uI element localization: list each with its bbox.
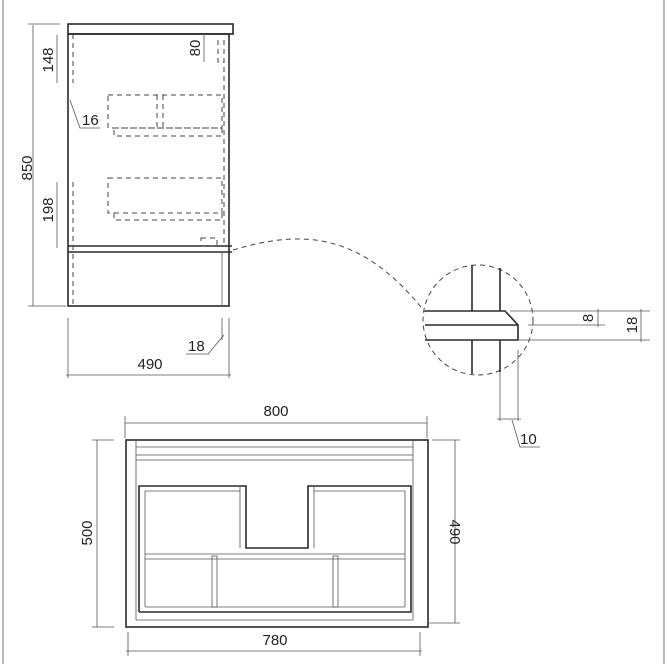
dim-panel: 18: [624, 317, 641, 334]
dim-left-depth: 500: [79, 520, 96, 545]
detail-view: 8 18 10: [232, 238, 650, 448]
dim-bottom-width: 780: [262, 632, 287, 649]
dim-groove: 8: [580, 314, 597, 322]
dim-back-drop: 80: [187, 40, 204, 57]
dim-top-width: 800: [263, 403, 288, 420]
dim-back-thickness: 18: [188, 338, 205, 355]
dim-depth: 490: [137, 356, 162, 373]
dim-panel-offset: 16: [82, 112, 99, 129]
dim-total-height: 850: [19, 155, 36, 180]
dim-right-depth: 490: [446, 519, 463, 544]
plan-view: 800 500 490 780: [79, 403, 463, 656]
dim-bottom-gap: 198: [40, 197, 57, 222]
side-view: 850 148 198 16 80 490 18: [19, 23, 234, 378]
dim-top-gap: 148: [40, 47, 57, 72]
dim-setback: 10: [520, 431, 537, 448]
